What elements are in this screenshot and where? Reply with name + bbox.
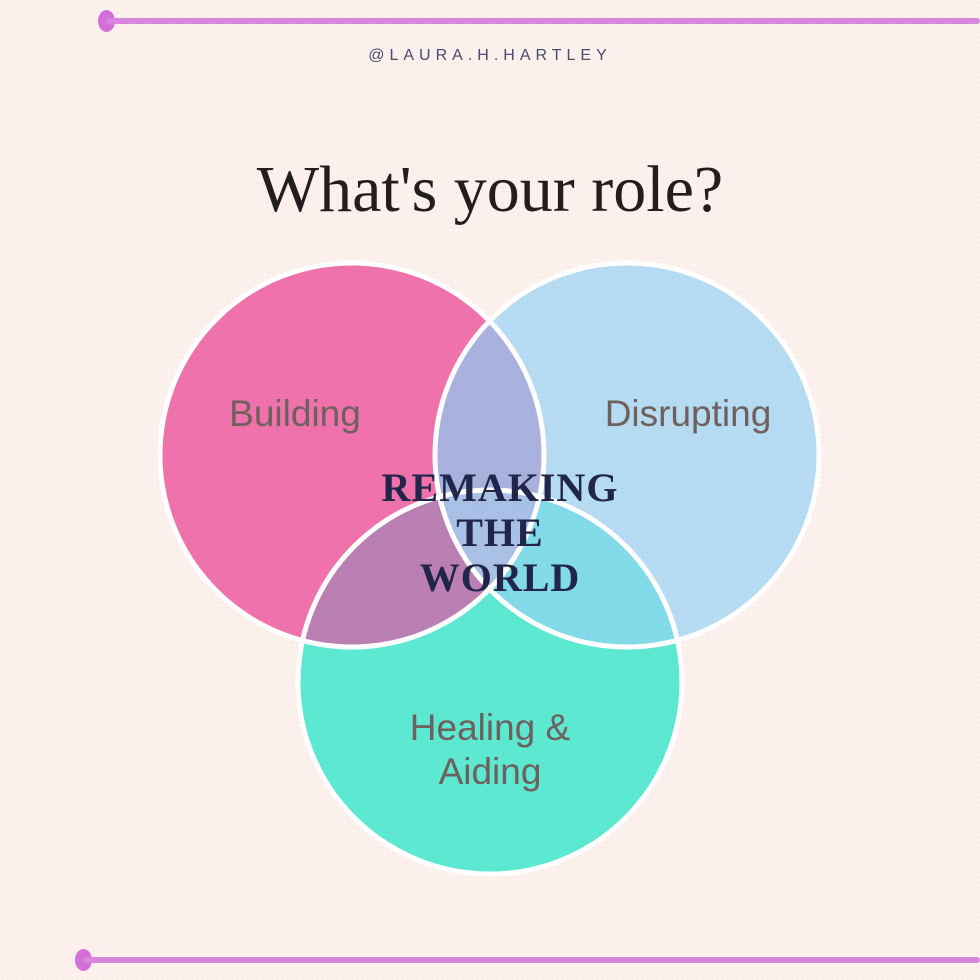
healing-aiding-label-line1: Healing & — [409, 707, 571, 748]
building-label: Building — [229, 393, 361, 434]
healing-aiding-label: Healing & Aiding — [340, 706, 640, 794]
overlap-disrupting-healing — [435, 490, 682, 647]
center-label-line1: REMAKING — [381, 465, 619, 510]
bottom-rule-line — [83, 957, 980, 963]
social-handle: @LAURA.H.HARTLEY — [368, 47, 612, 64]
overlap-building-healing — [298, 490, 544, 647]
outline-disrupting — [432, 260, 822, 650]
center-label-line2: THE — [456, 510, 544, 555]
outline-building — [157, 260, 547, 650]
top-rule-line — [106, 18, 980, 24]
disrupting-label: Disrupting — [604, 393, 772, 434]
page-title: What's your role? — [256, 153, 724, 226]
healing-aiding-label-line2: Aiding — [438, 751, 542, 792]
outline-healing-aiding — [295, 487, 685, 877]
center-label-line3: WORLD — [419, 555, 581, 600]
center-label: REMAKING THE WORLD — [340, 465, 660, 600]
